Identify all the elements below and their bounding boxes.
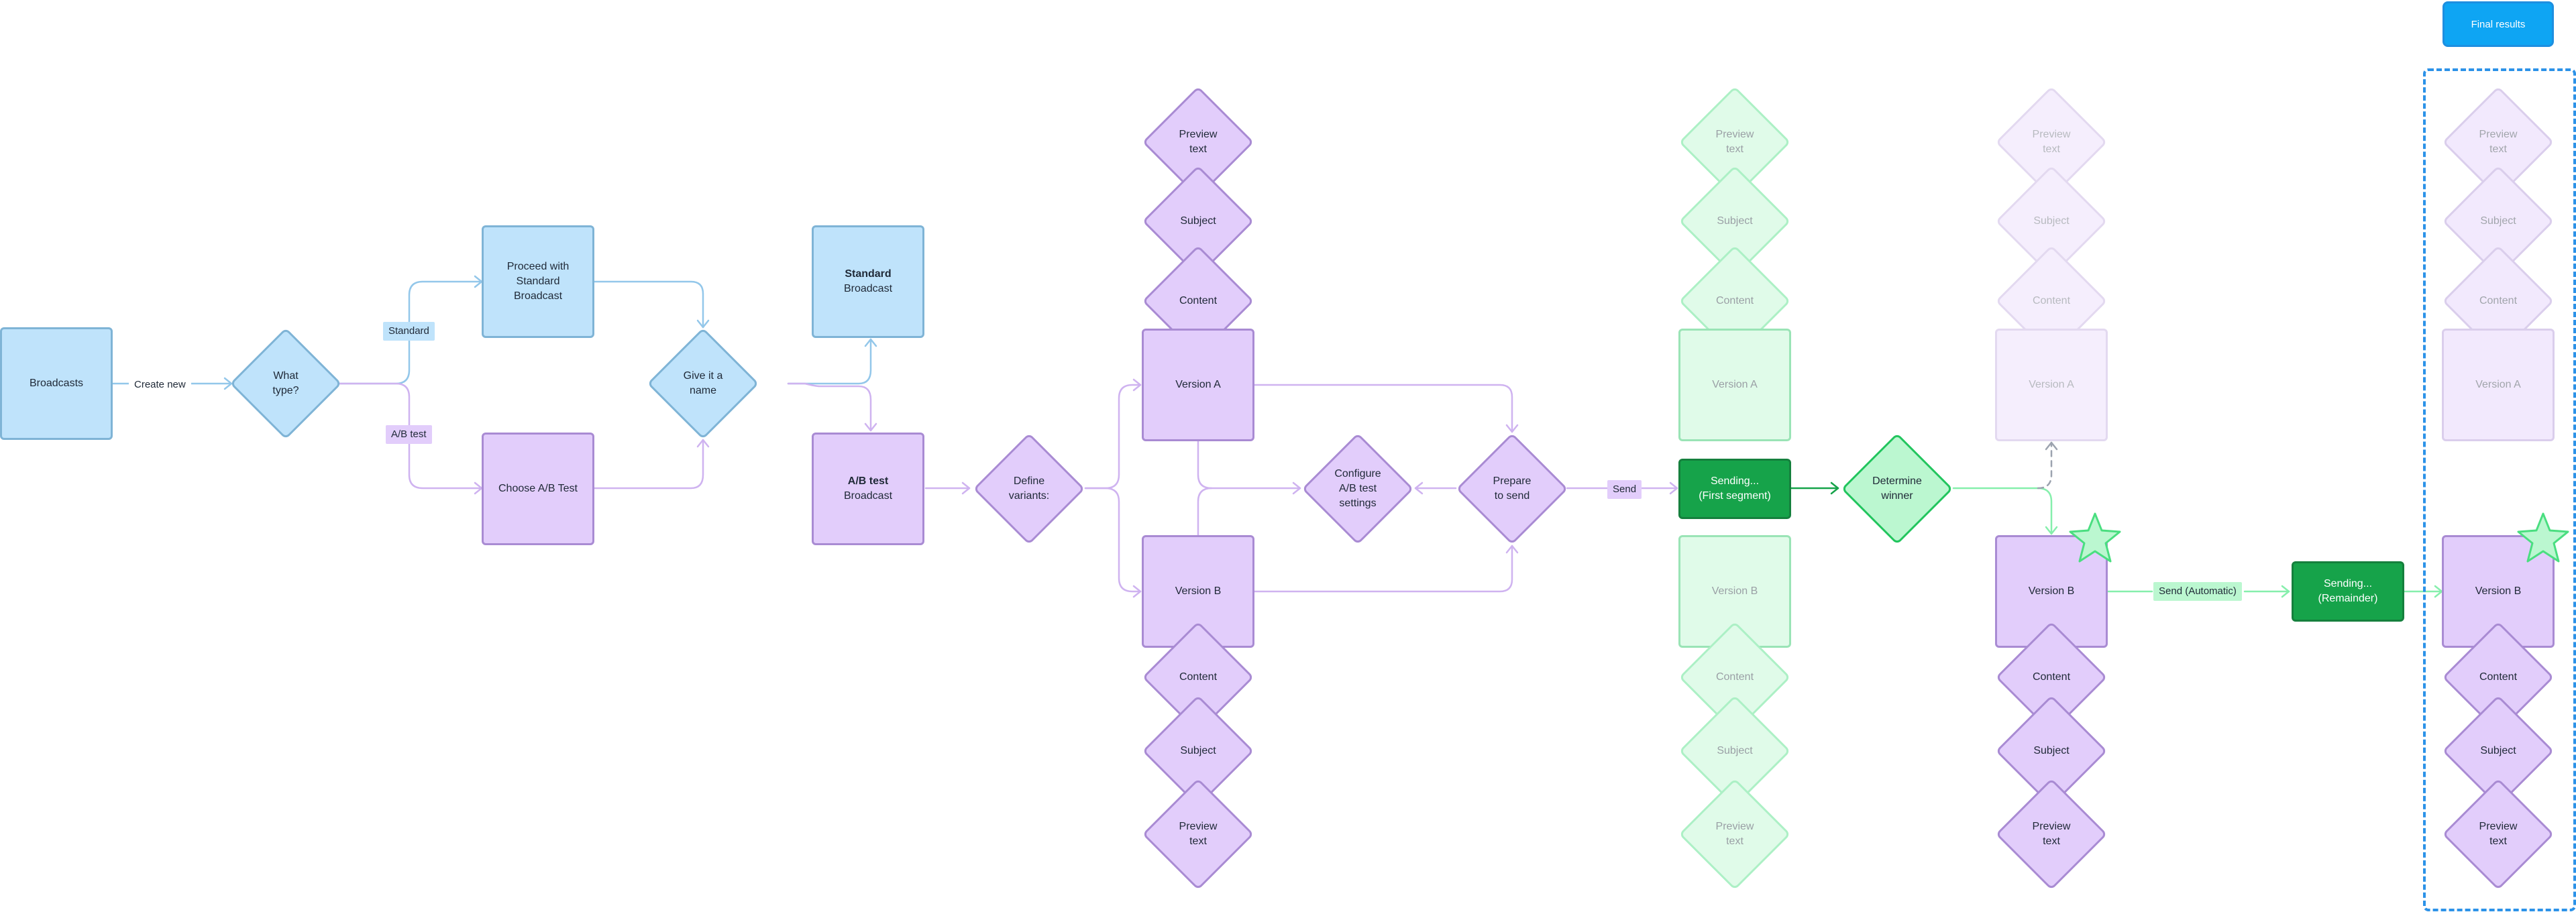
send-automatic-label: Send (Automatic) — [2153, 582, 2242, 601]
determine-winner-decision[interactable]: Determine winner — [1841, 433, 1953, 545]
content-label: Content — [1179, 671, 1218, 683]
subject-label: Subject — [2033, 215, 2070, 227]
proceed-standard-label: Proceed with Standard Broadcast — [506, 261, 570, 302]
proceed-standard-node[interactable]: Proceed with Standard Broadcast — [482, 225, 594, 338]
sent-version-b: Version B — [1678, 535, 1791, 648]
preview-text-label: Preview text — [2032, 129, 2071, 155]
content-label: Content — [1715, 295, 1754, 306]
version-b-content[interactable]: Content — [1142, 621, 1254, 734]
version-a-content[interactable]: Content — [1142, 245, 1254, 357]
configure-ab-decision[interactable]: Configure A/B test settings — [1301, 433, 1414, 545]
sending-first-segment-node[interactable]: Sending... (First segment) — [1678, 459, 1791, 519]
subject-label: Subject — [1717, 745, 1753, 756]
content-label: Content — [2032, 295, 2071, 306]
define-variants-label: Define variants: — [1008, 475, 1050, 502]
preview-text-label: Preview text — [2479, 129, 2518, 155]
sent-content: Content — [1678, 245, 1791, 357]
version-a-label: Version A — [1712, 379, 1758, 390]
preview-text-label: Preview text — [2032, 821, 2071, 847]
content-label: Content — [2479, 295, 2518, 306]
standard-branch-label: Standard — [383, 322, 435, 341]
sent-b-preview-text: Preview text — [1678, 778, 1791, 891]
define-variants-decision[interactable]: Define variants: — [973, 433, 1085, 545]
configure-label: Configure A/B test settings — [1334, 468, 1381, 509]
loser-preview-text: Preview text — [1995, 86, 2108, 198]
version-b-label: Version B — [2028, 585, 2075, 597]
preview-text-label: Preview text — [1179, 821, 1218, 847]
standard-subtitle: Broadcast — [843, 283, 893, 294]
ab-test-title: A/B test — [847, 475, 889, 487]
content-label: Content — [1715, 671, 1754, 683]
preview-text-label: Preview text — [1715, 129, 1754, 155]
version-a-label: Version A — [1175, 379, 1221, 390]
winner-subject[interactable]: Subject — [1995, 695, 2108, 807]
preview-text-label: Preview text — [2479, 821, 2518, 847]
content-label: Content — [2032, 671, 2071, 683]
give-name-label: Give it a name — [683, 370, 723, 396]
loser-version-a: Version A — [1995, 329, 2108, 441]
prepare-label: Prepare to send — [1493, 475, 1532, 502]
final-results-frame — [2423, 68, 2576, 911]
winner-preview-text[interactable]: Preview text — [1995, 778, 2108, 891]
what-type-decision[interactable]: What type? — [229, 327, 342, 440]
sending-remainder-label: Sending... (Remainder) — [2318, 578, 2378, 604]
broadcasts-node[interactable]: Broadcasts — [0, 327, 113, 440]
final-faded-version-a: Version A — [2442, 329, 2555, 441]
choose-ab-node[interactable]: Choose A/B Test — [482, 433, 594, 545]
version-a-subject[interactable]: Subject — [1142, 165, 1254, 278]
subject-label: Subject — [1717, 215, 1753, 227]
version-a-label: Version A — [2029, 379, 2074, 390]
standard-title: Standard — [845, 268, 892, 280]
subject-label: Subject — [2033, 745, 2070, 756]
version-a-node[interactable]: Version A — [1142, 329, 1254, 441]
ab-test-branch-label: A/B test — [386, 425, 432, 444]
final-content[interactable]: Content — [2442, 621, 2555, 734]
ab-test-subtitle: Broadcast — [843, 490, 893, 502]
sending-remainder-node[interactable]: Sending... (Remainder) — [2292, 561, 2404, 622]
version-b-preview-text[interactable]: Preview text — [1142, 778, 1254, 891]
final-faded-preview-text: Preview text — [2442, 86, 2555, 198]
final-faded-content: Content — [2442, 245, 2555, 357]
sent-b-subject: Subject — [1678, 695, 1791, 807]
final-preview-text[interactable]: Preview text — [2442, 778, 2555, 891]
subject-label: Subject — [2480, 745, 2516, 756]
final-subject[interactable]: Subject — [2442, 695, 2555, 807]
send-label: Send — [1607, 480, 1642, 499]
preview-text-label: Preview text — [1179, 129, 1218, 155]
give-name-decision[interactable]: Give it a name — [647, 327, 759, 440]
version-b-label: Version B — [1711, 585, 1758, 597]
star-icon — [2069, 512, 2121, 563]
subject-label: Subject — [1180, 745, 1216, 756]
sent-b-content: Content — [1678, 621, 1791, 734]
create-new-label: Create new — [129, 376, 191, 394]
what-type-label: What type? — [272, 370, 299, 396]
final-results-button[interactable]: Final results — [2443, 1, 2554, 47]
version-a-label: Version A — [2475, 379, 2521, 390]
star-icon — [2517, 512, 2569, 563]
final-faded-subject: Subject — [2442, 165, 2555, 278]
sent-version-a: Version A — [1678, 329, 1791, 441]
subject-label: Subject — [1180, 215, 1216, 227]
winner-content[interactable]: Content — [1995, 621, 2108, 734]
sent-preview-text: Preview text — [1678, 86, 1791, 198]
prepare-send-decision[interactable]: Prepare to send — [1456, 433, 1568, 545]
choose-ab-label: Choose A/B Test — [498, 483, 578, 494]
broadcasts-label: Broadcasts — [29, 378, 84, 389]
sending-first-label: Sending... (First segment) — [1699, 475, 1771, 502]
standard-broadcast-node[interactable]: Standard Broadcast — [812, 225, 924, 338]
version-a-preview-text[interactable]: Preview text — [1142, 86, 1254, 198]
content-label: Content — [2479, 671, 2518, 683]
preview-text-label: Preview text — [1715, 821, 1754, 847]
version-b-label: Version B — [2475, 585, 2522, 597]
version-b-label: Version B — [1175, 585, 1222, 597]
ab-test-broadcast-node[interactable]: A/B test Broadcast — [812, 433, 924, 545]
loser-subject: Subject — [1995, 165, 2108, 278]
loser-content: Content — [1995, 245, 2108, 357]
sent-subject: Subject — [1678, 165, 1791, 278]
determine-winner-label: Determine winner — [1872, 475, 1922, 502]
subject-label: Subject — [2480, 215, 2516, 227]
version-b-subject[interactable]: Subject — [1142, 695, 1254, 807]
content-label: Content — [1179, 295, 1218, 306]
